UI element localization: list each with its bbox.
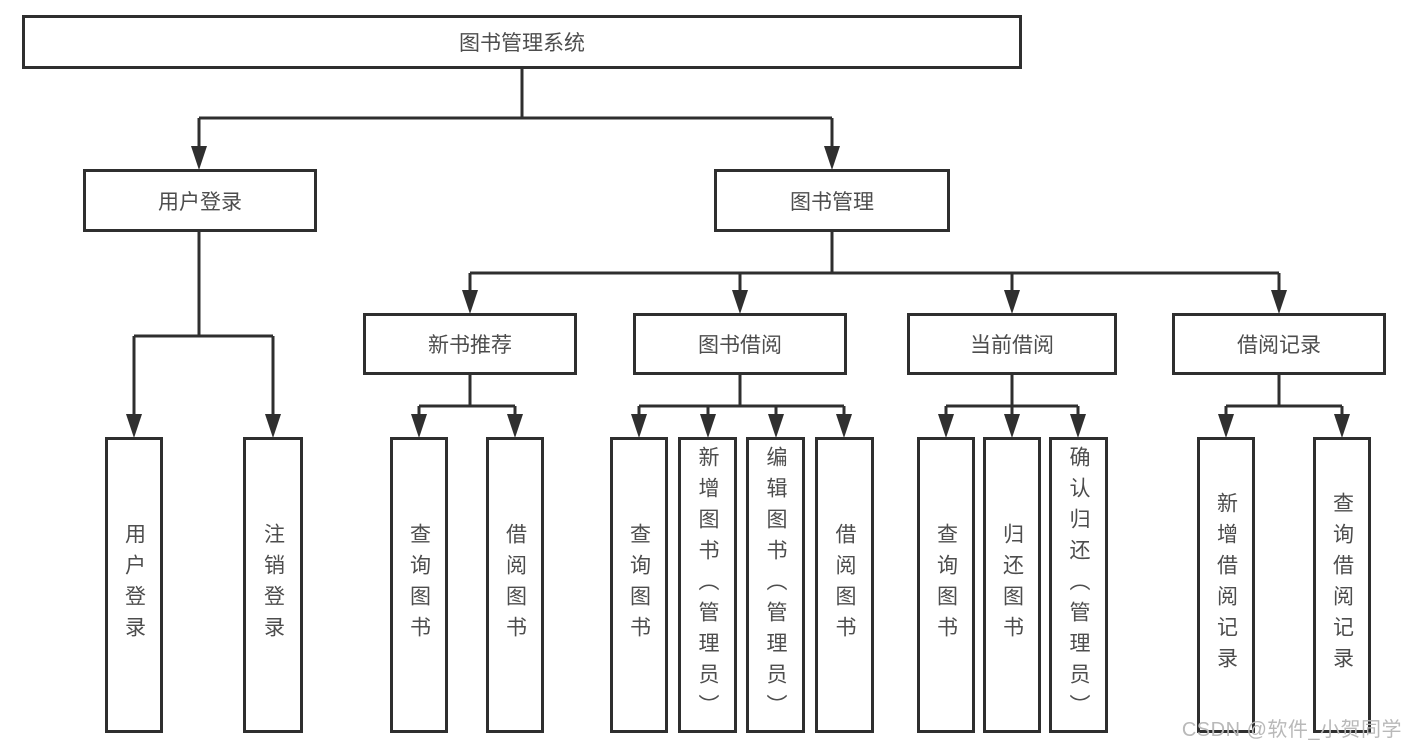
node-leaf-confirm-return-admin-label: 确认归还（管理员） [1067, 445, 1091, 725]
node-current-borrow: 当前借阅 [907, 313, 1117, 375]
node-book-borrow-label: 图书借阅 [698, 334, 782, 357]
node-leaf-add-borrow-record-label: 新增借阅记录 [1214, 492, 1238, 678]
node-leaf-query-books-recommend: 查询图书 [390, 437, 448, 733]
connector-root-to-level2 [191, 69, 840, 170]
node-book-management-label: 图书管理 [790, 190, 874, 214]
node-root-system: 图书管理系统 [22, 15, 1022, 69]
node-book-borrow: 图书借阅 [633, 313, 847, 375]
connector-book-management-to-level3 [462, 232, 1287, 314]
node-leaf-query-books-current: 查询图书 [917, 437, 975, 733]
connector-new-book-recommend-to-leaves [411, 375, 523, 438]
node-leaf-borrow-books: 借阅图书 [815, 437, 874, 733]
node-leaf-add-books-admin-label: 新增图书（管理员） [696, 445, 720, 725]
node-leaf-add-borrow-record: 新增借阅记录 [1197, 437, 1255, 733]
node-new-book-recommend: 新书推荐 [363, 313, 577, 375]
node-leaf-edit-books-admin: 编辑图书（管理员） [746, 437, 805, 733]
node-leaf-confirm-return-admin: 确认归还（管理员） [1049, 437, 1108, 733]
connector-book-borrow-to-leaves [631, 375, 852, 438]
node-root-system-label: 图书管理系统 [459, 32, 585, 55]
node-leaf-add-books-admin: 新增图书（管理员） [678, 437, 737, 733]
node-leaf-edit-books-admin-label: 编辑图书（管理员） [764, 445, 788, 725]
connector-borrow-records-to-leaves [1218, 375, 1350, 438]
node-borrow-records: 借阅记录 [1172, 313, 1386, 375]
node-leaf-query-books-borrow: 查询图书 [610, 437, 668, 733]
node-leaf-logout-label: 注销登录 [261, 523, 285, 647]
node-leaf-borrow-books-recommend: 借阅图书 [486, 437, 544, 733]
node-leaf-query-borrow-record-label: 查询借阅记录 [1330, 492, 1354, 678]
node-leaf-user-login: 用户登录 [105, 437, 163, 733]
node-new-book-recommend-label: 新书推荐 [428, 334, 512, 357]
connector-current-borrow-to-leaves [938, 375, 1086, 438]
node-leaf-return-books-label: 归还图书 [1000, 523, 1024, 647]
node-leaf-user-login-label: 用户登录 [122, 523, 146, 647]
node-leaf-return-books: 归还图书 [983, 437, 1041, 733]
node-current-borrow-label: 当前借阅 [970, 334, 1054, 357]
node-user-login-label: 用户登录 [158, 190, 242, 214]
node-leaf-query-books-borrow-label: 查询图书 [627, 523, 651, 647]
csdn-watermark: CSDN @软件_小贺同学 [1181, 719, 1402, 741]
node-leaf-borrow-books-recommend-label: 借阅图书 [503, 523, 527, 647]
node-user-login: 用户登录 [83, 169, 317, 232]
node-leaf-borrow-books-label: 借阅图书 [833, 523, 857, 647]
node-leaf-query-books-current-label: 查询图书 [934, 523, 958, 647]
node-leaf-logout: 注销登录 [243, 437, 303, 733]
node-leaf-query-books-recommend-label: 查询图书 [407, 523, 431, 647]
node-book-management: 图书管理 [714, 169, 950, 232]
node-borrow-records-label: 借阅记录 [1237, 334, 1321, 357]
node-leaf-query-borrow-record: 查询借阅记录 [1313, 437, 1371, 733]
connector-user-login-to-leaves [126, 232, 281, 438]
